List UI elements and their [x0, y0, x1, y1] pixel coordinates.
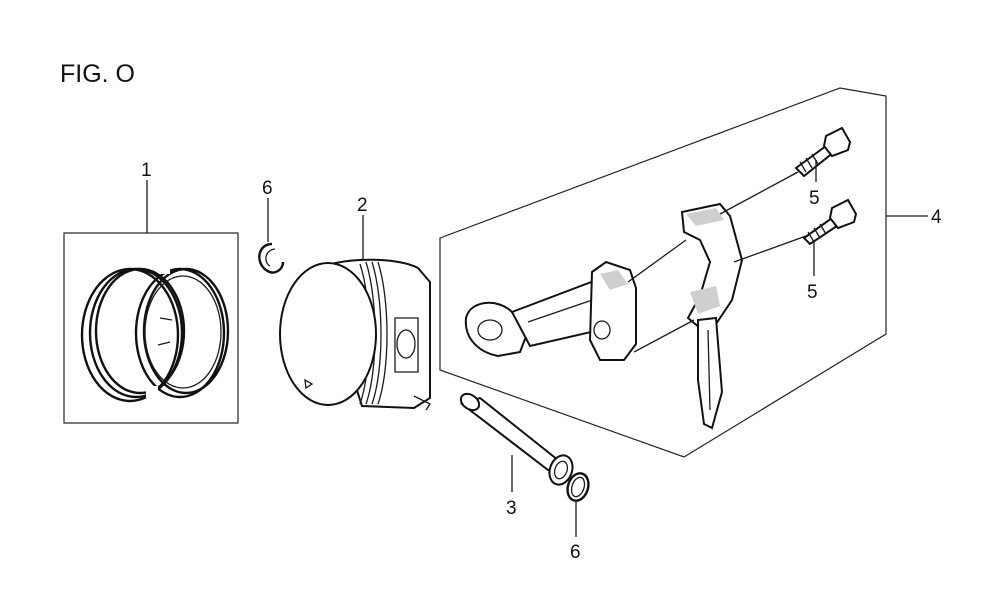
rod-bolt-icon: [794, 126, 852, 182]
figure-title: FIG. O: [60, 60, 135, 88]
rod-bolt-icon: [802, 198, 858, 276]
pin-clip-icon: [258, 198, 285, 274]
callout-6-upper: 6: [262, 178, 273, 199]
callout-5-upper: 5: [809, 188, 820, 209]
ring-set-frame: [63, 232, 239, 424]
assembly-frame: [439, 87, 887, 458]
piston-icon: [279, 215, 431, 411]
callout-3: 3: [506, 498, 517, 519]
piston-pin-icon: [459, 392, 574, 492]
callout-4: 4: [931, 207, 942, 228]
callout-5-lower: 5: [807, 282, 818, 303]
pin-clip-icon: [566, 472, 590, 537]
callout-2: 2: [357, 195, 368, 216]
piston-ring-set-icon: [63, 180, 239, 424]
callout-6-lower: 6: [570, 542, 581, 563]
callout-1: 1: [141, 160, 152, 181]
connecting-rod-assembly-icon: [439, 87, 928, 458]
